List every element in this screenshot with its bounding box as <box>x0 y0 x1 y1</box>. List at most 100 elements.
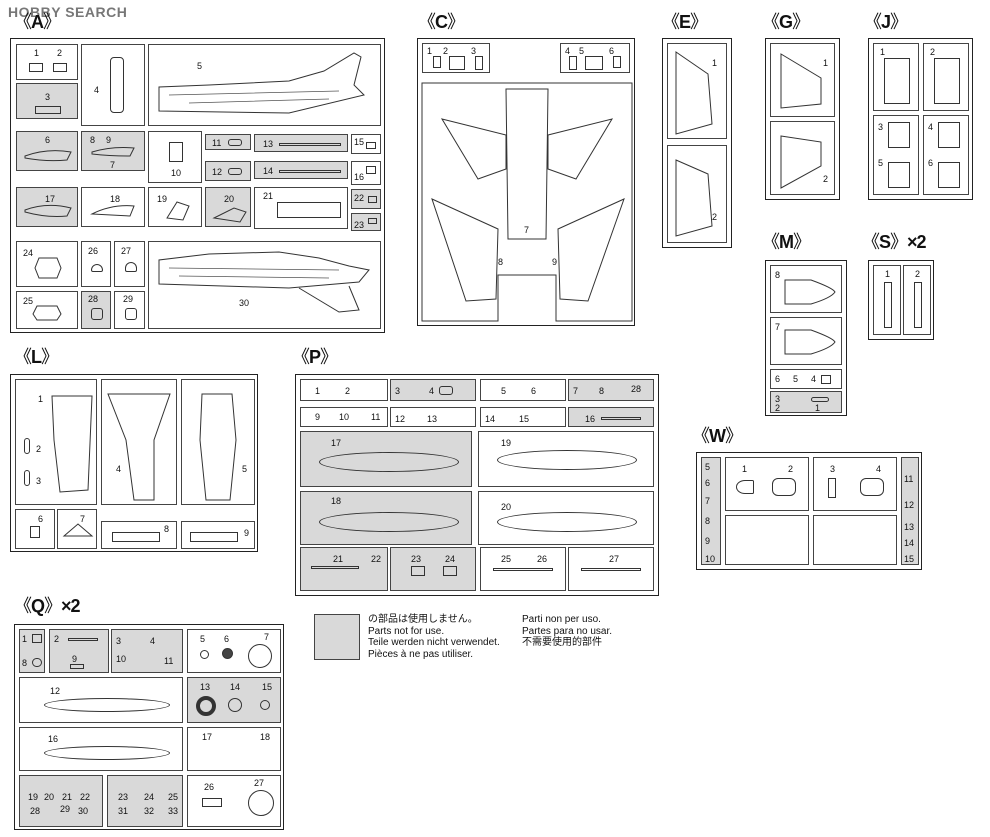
multiplier: ×2 <box>61 596 81 616</box>
part-cell: 10 <box>148 131 202 183</box>
part-cell: 8 <box>770 265 842 313</box>
part-cell: 9 10 11 <box>300 407 388 427</box>
part-cell: 12 <box>205 161 251 181</box>
part-cell: 5 <box>148 44 381 126</box>
bracket-open: 《 <box>14 12 32 32</box>
part-cell <box>725 515 809 565</box>
part-cell: 6 <box>16 131 78 171</box>
section-s-label: 《S》×2 <box>862 232 927 252</box>
part-cell: 1 <box>667 43 727 139</box>
part-cell: 25 26 <box>480 547 566 591</box>
part-cell: 12 <box>19 677 183 723</box>
part-column: 11 12 13 14 15 <box>901 457 919 565</box>
part-column: 5 6 7 8 9 10 <box>701 457 721 565</box>
part-cell: 3 4 <box>390 379 476 401</box>
section-g-label: 《G》 <box>762 12 810 32</box>
part-cell: 2 <box>903 265 931 335</box>
part-cell: 19 <box>478 431 654 487</box>
part-cell: 18 <box>81 187 145 227</box>
part-cell: 4 <box>101 379 177 505</box>
part-cell: 19 <box>148 187 202 227</box>
fuselage-half-drawing <box>158 251 370 313</box>
part-shape <box>53 63 67 72</box>
part-cell: 27 <box>568 547 654 591</box>
part-cell: 11 <box>205 134 251 150</box>
part-cell: 4 <box>81 44 145 126</box>
sprue-s-frame: 1 2 <box>868 260 934 340</box>
part-cell: 3 4 <box>813 457 897 511</box>
part-shape <box>110 57 124 113</box>
sprue-l-frame: 1 2 3 4 5 6 7 8 9 <box>10 374 258 552</box>
part-cell: 19 20 21 22 28 29 30 <box>19 775 103 827</box>
part-cell: 7 <box>770 317 842 365</box>
section-e-label: 《E》 <box>662 12 708 32</box>
part-cell: 21 <box>254 187 348 229</box>
part-cell: 5 6 <box>480 379 566 401</box>
sprue-q-frame: 1 8 2 9 3 4 10 11 5 6 7 12 13 14 15 16 <box>14 624 284 830</box>
part-cell: 2 9 <box>49 629 109 673</box>
sprue-p-frame: 1 2 3 4 5 6 7 8 28 9 10 11 12 13 14 15 1… <box>295 374 659 596</box>
part-cell: 30 <box>148 241 381 329</box>
part-cell: 17 <box>16 187 78 227</box>
part-cell: 7 <box>57 509 97 549</box>
section-m-label: 《M》 <box>762 232 811 252</box>
part-cell: 6 <box>15 509 55 549</box>
part-cell: 16 <box>19 727 183 771</box>
part-cell: 26 27 <box>187 775 281 827</box>
part-cell: 18 <box>300 491 472 545</box>
part-cell: 13 <box>254 134 348 152</box>
part-cell: 1 <box>873 265 901 335</box>
not-for-use-swatch <box>314 614 360 660</box>
part-shape <box>169 142 183 162</box>
part-cell: 2 <box>667 145 727 243</box>
part-cell: 5 6 7 <box>187 629 281 673</box>
section-c-label: 《C》 <box>418 12 465 32</box>
section-p-label: 《P》 <box>292 347 338 367</box>
part-cell: 2 <box>770 121 835 195</box>
sprue-g-frame: 1 2 <box>765 38 840 200</box>
part-cell: 14 <box>254 161 348 179</box>
part-cell: 24 <box>16 241 78 287</box>
part-cell: 14 15 <box>480 407 566 427</box>
part-cell: 20 <box>478 491 654 545</box>
part-cell: 3 4 10 11 <box>111 629 183 673</box>
part-cell: 28 <box>81 291 111 329</box>
part-cell: 8 9 7 <box>81 131 145 171</box>
part-cell: 12 13 <box>390 407 476 427</box>
part-cell: 23 24 25 31 32 33 <box>107 775 183 827</box>
part-cell: 21 22 <box>300 547 388 591</box>
part-cell: 2 <box>923 43 969 111</box>
part-cell: 22 <box>351 189 381 209</box>
part-cell: 1 2 <box>300 379 388 401</box>
hobby-search-watermark: HOBBY SEARCH <box>8 4 128 20</box>
part-cell: 23 <box>351 213 381 231</box>
sprue-a-frame: 1 2 3 4 5 6 8 9 7 10 11 12 13 <box>10 38 385 333</box>
sprue-e-frame: 1 2 <box>662 38 732 248</box>
part-cell: 29 <box>114 291 145 329</box>
part-cell: 4 5 6 <box>560 43 630 73</box>
part-cell: 3 <box>16 83 78 119</box>
part-cell: 5 <box>181 379 255 505</box>
part-cell: 25 <box>16 291 78 329</box>
sprue-m-frame: 8 7 6 5 4 3 2 1 <box>765 260 847 416</box>
legend-text-col1: の部品は使用しません。 Parts not for use. Teile wer… <box>368 614 500 660</box>
part-cell: 13 14 15 <box>187 677 281 723</box>
part-cell: 1 2 3 <box>15 379 97 505</box>
part-cell: 4 6 <box>923 115 969 195</box>
part-cell: 7 8 28 <box>568 379 654 401</box>
part-shape <box>29 63 43 72</box>
part-cell: 1 2 <box>16 44 78 80</box>
legend-text-col2: Parti non per uso. Partes para no usar. … <box>522 614 613 648</box>
part-cell: 3 2 1 <box>770 391 842 413</box>
section-q-label: 《Q》×2 <box>14 596 81 616</box>
part-cell: 1 2 <box>725 457 809 511</box>
part-cell: 16 <box>568 407 654 427</box>
part-cell: 1 <box>873 43 919 111</box>
part-cell: 16 <box>351 161 381 185</box>
sprue-j-frame: 1 2 3 5 4 6 <box>868 38 973 200</box>
part-cell: 17 <box>300 431 472 487</box>
part-cell: 27 <box>114 241 145 287</box>
section-j-label: 《J》 <box>864 12 908 32</box>
section-a-label: 《A》 <box>14 12 61 32</box>
part-cell: 26 <box>81 241 111 287</box>
